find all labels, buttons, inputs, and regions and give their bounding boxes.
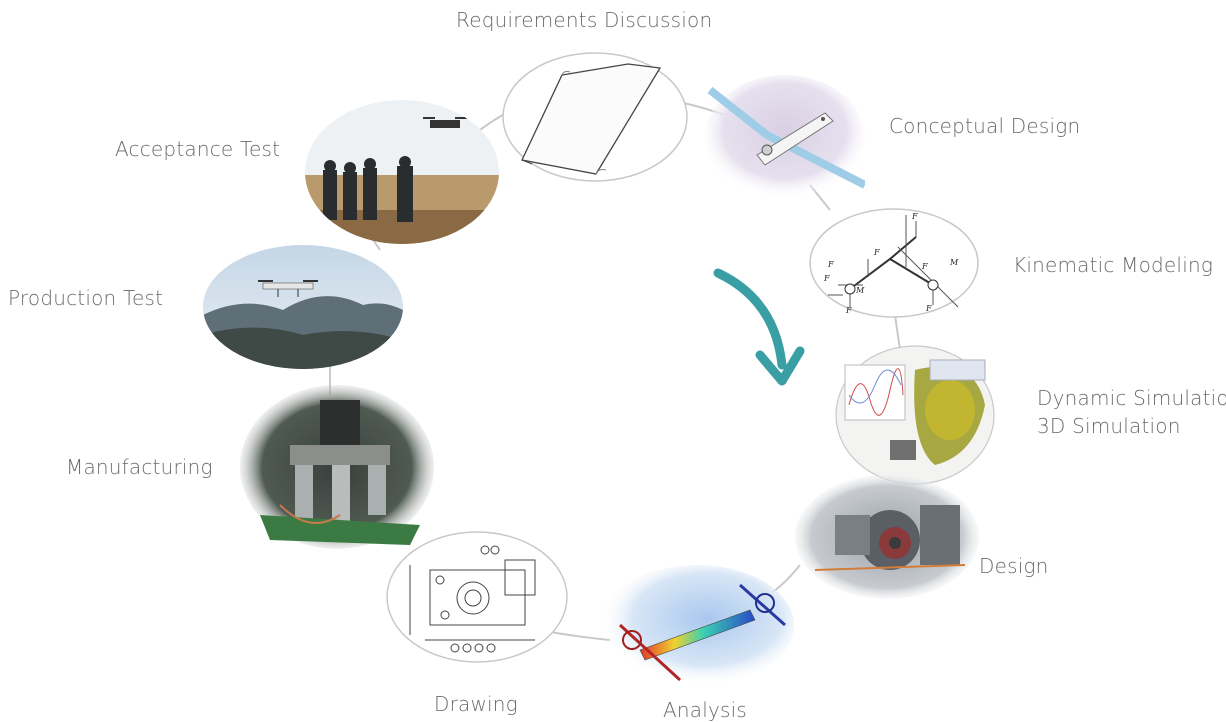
- kin-label-9: F: [873, 248, 880, 257]
- kin-label-7: F: [925, 304, 932, 313]
- label-dynamic-simulation-line1: Dynamic Simulation: [1037, 386, 1226, 410]
- production-test-thumbnail: [203, 245, 403, 369]
- kin-label-6: F: [845, 306, 852, 315]
- kin-label-1: F: [911, 212, 918, 221]
- conceptual-design-thumbnail: [705, 75, 865, 199]
- kin-label-4: F: [827, 260, 834, 269]
- label-kinematic-modeling: Kinematic Modeling: [1013, 253, 1214, 277]
- label-production-test: Production Test: [8, 286, 164, 310]
- label-requirements-discussion: Requirements Discussion: [456, 8, 713, 32]
- kinematic-modeling-thumbnail: F M F F M F F F F: [809, 208, 979, 318]
- clockwise-flow-arrow-icon: [713, 268, 805, 386]
- analysis-thumbnail: [600, 565, 794, 685]
- acceptance-test-thumbnail: [305, 100, 499, 244]
- label-conceptual-design: Conceptual Design: [889, 114, 1081, 138]
- label-drawing: Drawing: [434, 692, 518, 716]
- manufacturing-thumbnail: [240, 385, 434, 549]
- kin-label-3: F: [921, 262, 928, 271]
- connector-kinematic-dynamic: [894, 314, 901, 351]
- requirements-thumbnail: [502, 52, 688, 182]
- kin-label-2: M: [949, 258, 959, 267]
- kin-label-8: F: [823, 274, 830, 283]
- design-thumbnail: [795, 475, 979, 599]
- dynamic-simulation-thumbnail: [835, 345, 995, 485]
- kin-label-5: M: [855, 286, 865, 295]
- label-3d-simulation-line2: 3D Simulation: [1037, 414, 1181, 438]
- label-manufacturing: Manufacturing: [66, 455, 213, 479]
- label-analysis: Analysis: [663, 698, 748, 722]
- label-design: Design: [979, 554, 1049, 578]
- drawing-thumbnail: [386, 531, 568, 663]
- label-acceptance-test: Acceptance Test: [115, 137, 281, 161]
- label-dynamic-simulation: Dynamic Simulation 3D Simulation: [1037, 384, 1226, 440]
